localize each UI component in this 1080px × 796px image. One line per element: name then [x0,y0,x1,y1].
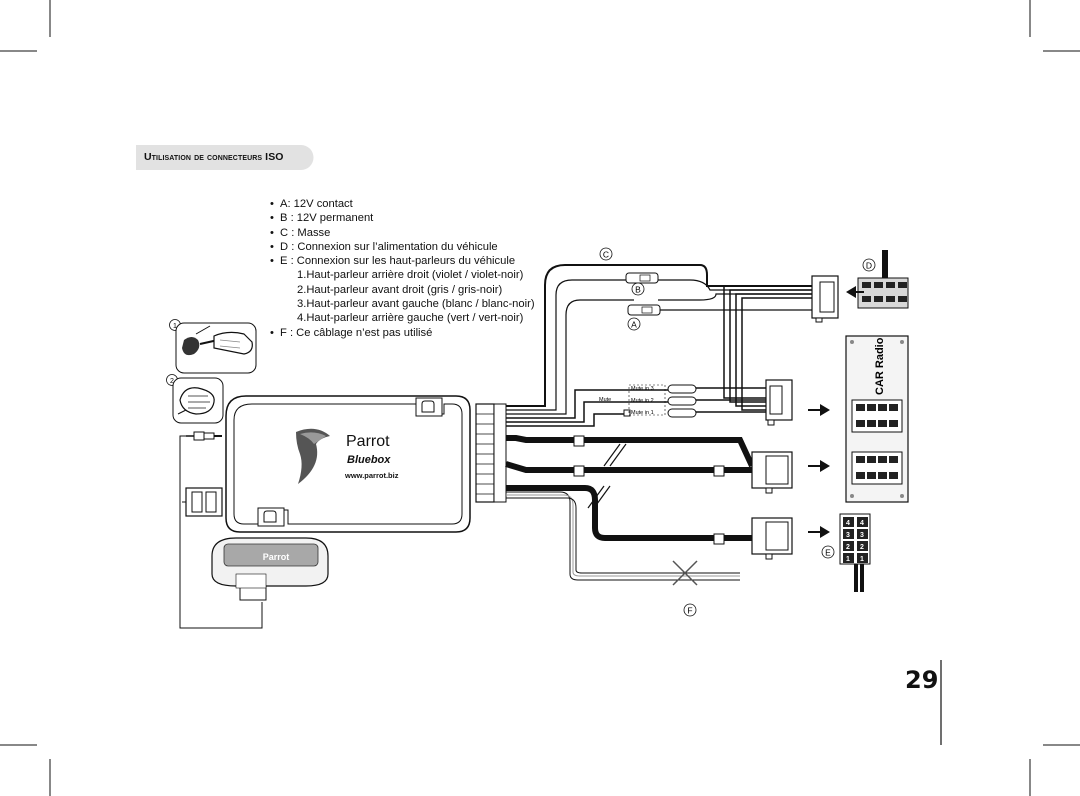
mute-wires [506,387,766,427]
speaker-pin-plug: 4 4 3 3 2 2 1 1 [839,513,871,592]
legend-item-c: •C : Masse [270,226,331,239]
mute-in-1-label: Mute in 1 [631,410,654,416]
svg-text:B: B [635,285,641,295]
svg-text:C: C [603,250,609,260]
cable-break-marks [587,443,627,509]
radio-connector-1 [765,379,793,426]
svg-text:2: 2 [846,544,850,551]
radio-connector-3 [751,517,793,560]
fuse-holder-b [625,272,659,284]
jack-cable [179,431,263,629]
label-d: D [862,258,876,272]
not-used-cross-icon [672,560,698,586]
bluebox-module: Parrot Bluebox www.parrot.biz [225,395,471,533]
left-connector [182,487,223,517]
car-radio-label: CAR Radio [874,337,886,395]
speaker-line-1: 1.Haut-parleur arrière droit (violet / v… [297,269,524,282]
svg-text:A: A [631,320,637,330]
svg-text:1: 1 [846,556,850,563]
bluebox-main-connector [475,403,507,503]
unused-cable [506,491,740,581]
svg-text:F: F [687,606,692,616]
speaker-line-4: 4.Haut-parleur arrière gauche (vert / ve… [297,312,524,325]
radio-link-wires [723,285,812,411]
legend-item-f: •F : Ce câblage n’est pas utilisé [270,326,433,339]
mute-in-2-label: Mute in 2 [631,398,654,404]
svg-text:D: D [866,261,872,271]
mute-dashed-box [628,384,666,416]
label-c: C [599,247,613,261]
section-title: Utilisation de connecteurs ISO [144,151,284,163]
page-number: 29 [905,666,939,694]
mute-in-3-label: Mute in 3 [631,386,654,392]
legend-item-a: •A: 12V contact [270,198,353,210]
label-b: B [631,282,645,296]
label-f: F [683,603,697,617]
vehicle-power-plug [857,250,909,309]
power-iso-connector [811,275,839,323]
step-1-number: 1 [173,323,177,330]
svg-text:2: 2 [860,544,864,551]
svg-text:3: 3 [846,532,850,539]
bluebox-url: www.parrot.biz [344,471,399,480]
label-e: E [821,545,835,559]
svg-text:4: 4 [860,520,864,527]
section-title-background [136,145,314,170]
svg-text:4: 4 [846,520,850,527]
step-1-inset: 1 [169,319,257,374]
speaker-line-2: 2.Haut-parleur avant droit (gris / gris-… [297,283,503,296]
bluebox-brand: Parrot [346,433,390,450]
jack-socket-icon [182,337,200,356]
speaker-cables [505,435,755,541]
svg-text:1: 1 [860,556,864,563]
parrot-bird-icon [296,428,330,484]
fuse-holder-a [627,304,661,316]
bluebox-product: Bluebox [347,454,391,466]
arrows-to-radio [808,404,830,538]
mute-label: Mute [599,397,611,403]
power-wires [506,264,812,415]
jack-plug-icon [213,331,253,355]
svg-text:E: E [825,548,831,558]
legend-item-e: •E : Connexion sur les haut-parleurs du … [270,255,516,268]
radio-connector-2 [751,451,793,494]
remote-brand: Parrot [263,552,290,562]
cable-connector-icon [179,387,215,415]
speaker-line-3: 3.Haut-parleur avant gauche (blanc / bla… [297,298,535,311]
label-a: A [627,317,641,331]
section-title-tab: Utilisation de connecteurs ISO [136,145,314,170]
mute-plugs [623,384,697,418]
legend-item-b: •B : 12V permanent [270,212,374,225]
car-radio-unit: CAR Radio [845,335,909,503]
remote-control: Parrot [211,537,329,601]
speaker-cable-ties [573,435,725,545]
step-2-number: 2 [170,378,174,385]
step-2-inset: 2 [166,374,224,424]
legend: •A: 12V contact •B : 12V permanent •C : … [270,197,535,340]
legend-item-d: •D : Connexion sur l’alimentation du véh… [270,240,498,253]
svg-text:3: 3 [860,532,864,539]
